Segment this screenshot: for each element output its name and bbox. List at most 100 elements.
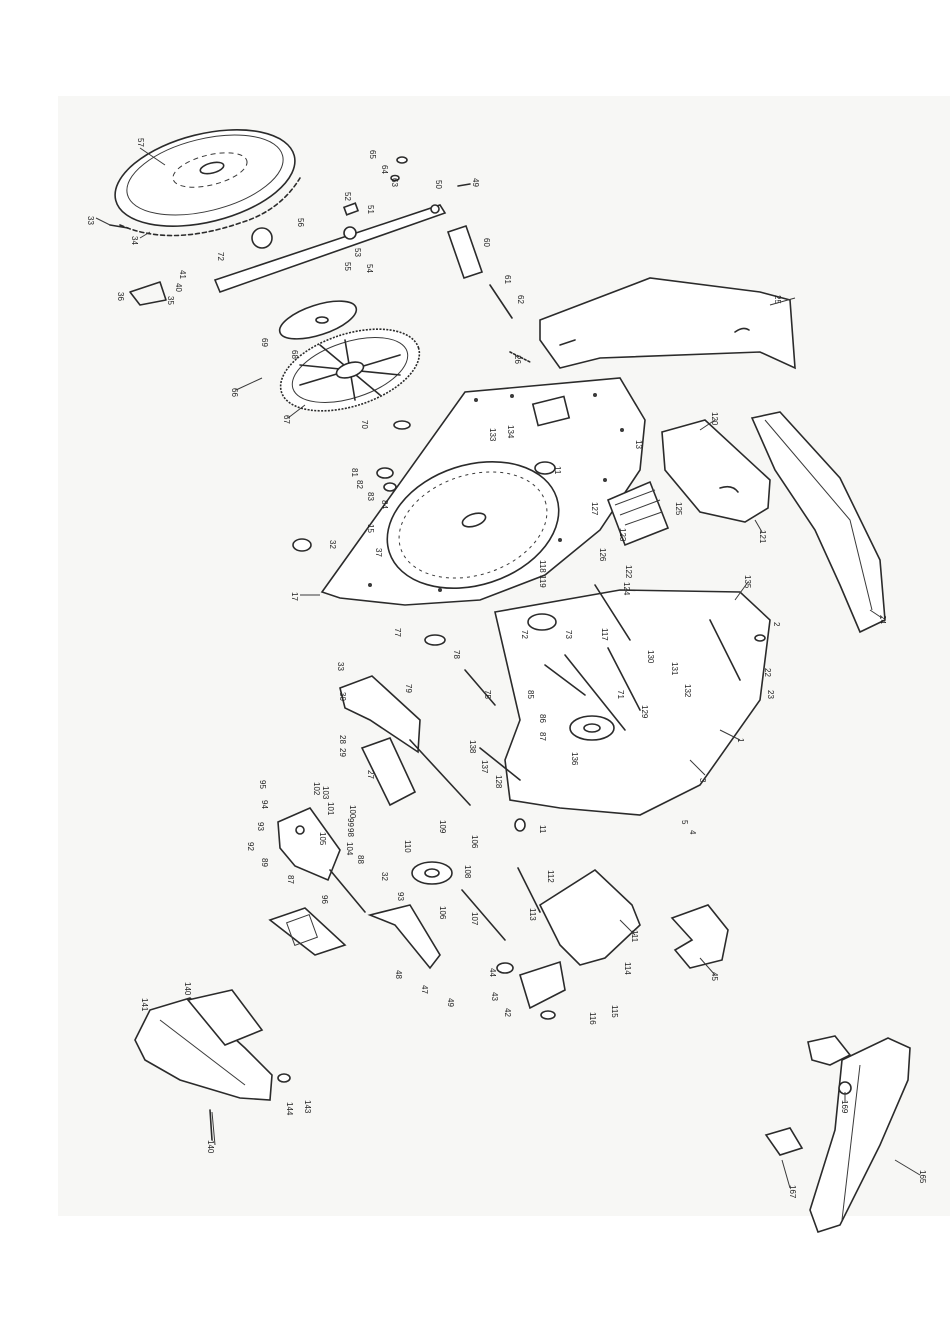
lower-base-plate [494, 584, 771, 816]
callout-62: 62 [516, 295, 525, 304]
callout-43: 43 [490, 992, 499, 1001]
callout-41: 41 [178, 270, 187, 279]
callout-82: 82 [355, 480, 364, 489]
callout-124: 124 [622, 582, 631, 596]
callout-106b: 106 [438, 906, 447, 920]
callout-57: 57 [136, 138, 145, 147]
chain-sprocket-disc [114, 129, 301, 237]
callout-114: 114 [623, 962, 632, 975]
lower-hopper [134, 989, 273, 1101]
callout-45: 45 [710, 972, 719, 981]
callout-133: 133 [488, 428, 497, 442]
callout-116: 116 [588, 1012, 597, 1025]
callout-27: 27 [366, 770, 375, 779]
callout-64: 64 [380, 165, 389, 174]
filter-box [606, 480, 670, 547]
callout-87: 87 [538, 732, 547, 741]
callout-35: 35 [166, 296, 175, 305]
callout-55: 55 [343, 262, 352, 271]
callout-52: 52 [343, 192, 352, 201]
callout-125: 125 [674, 502, 683, 516]
callout-4: 4 [688, 830, 697, 835]
mount-bracket [517, 867, 641, 966]
callout-95: 95 [258, 780, 267, 789]
callout-84: 84 [380, 500, 389, 509]
callout-99: 99 [346, 818, 355, 827]
callout-79: 79 [404, 684, 413, 693]
callout-28: 28 [338, 735, 347, 744]
callout-37: 37 [374, 548, 383, 557]
callout-78: 78 [452, 650, 461, 659]
callout-130: 130 [646, 650, 655, 664]
callout-169: 169 [840, 1100, 849, 1114]
callout-136: 136 [570, 752, 579, 766]
callout-24: 24 [878, 615, 887, 624]
callout-87b: 87 [286, 875, 295, 884]
leader-lines [95, 147, 921, 1189]
upper-chute-plate [539, 277, 796, 370]
right-long-chute [750, 411, 886, 634]
callout-129: 129 [640, 705, 649, 719]
callout-85: 85 [526, 690, 535, 699]
callout-140b: 140 [183, 982, 192, 996]
callout-61: 61 [503, 275, 512, 284]
small-hardware [109, 156, 766, 1141]
callout-107: 107 [470, 912, 479, 926]
callout-73: 73 [564, 630, 573, 639]
callout-47: 47 [420, 985, 429, 994]
callout-54: 54 [365, 264, 374, 273]
callout-34: 34 [130, 236, 139, 245]
callout-117: 117 [600, 628, 609, 641]
callout-110: 110 [403, 840, 412, 853]
callout-105: 105 [318, 832, 327, 846]
callout-40: 40 [174, 283, 183, 292]
pump-housing [411, 861, 506, 941]
callout-60: 60 [482, 238, 491, 247]
callout-109: 109 [438, 820, 447, 834]
callout-72: 72 [216, 252, 225, 261]
callout-108: 108 [463, 865, 472, 879]
main-housing-plate [320, 377, 646, 606]
angle-block [670, 904, 729, 969]
callout-77: 77 [393, 628, 402, 637]
callout-53: 53 [353, 248, 362, 257]
small-bracket [496, 960, 566, 1020]
callout-98: 98 [346, 828, 355, 837]
linkage-arm [213, 204, 447, 294]
callout-93b: 93 [396, 892, 405, 901]
callout-86: 86 [538, 714, 547, 723]
callout-93: 93 [256, 822, 265, 831]
callout-50: 50 [434, 180, 443, 189]
left-bracket [339, 675, 471, 807]
callout-167: 167 [788, 1185, 797, 1199]
callout-138: 138 [468, 740, 477, 754]
callout-63: 63 [390, 178, 399, 187]
callout-126: 126 [598, 548, 607, 562]
callout-113: 113 [528, 908, 537, 921]
hand-plate [277, 807, 366, 913]
callout-44: 44 [488, 968, 497, 977]
callout-33: 33 [86, 216, 95, 225]
callout-22: 22 [763, 668, 772, 677]
callout-70: 70 [360, 420, 369, 429]
callout-69: 69 [260, 338, 269, 347]
callout-119: 119 [538, 575, 547, 588]
callout-118: 118 [538, 560, 547, 573]
callout-30: 30 [338, 692, 347, 701]
callout-92: 92 [246, 842, 255, 851]
callout-144: 144 [285, 1102, 294, 1116]
callout-106: 106 [470, 835, 479, 849]
side-cover [661, 419, 771, 523]
callout-132: 132 [683, 684, 692, 698]
callout-165: 165 [918, 1170, 927, 1184]
callout-36: 36 [116, 292, 125, 301]
roller-tube [446, 224, 513, 319]
callout-15: 15 [366, 524, 375, 533]
callout-123: 123 [618, 528, 627, 542]
callout-128: 128 [494, 775, 503, 789]
callout-103: 103 [321, 786, 330, 800]
callout-100: 100 [348, 805, 357, 819]
callout-48: 48 [394, 970, 403, 979]
callout-11: 11 [553, 466, 562, 475]
